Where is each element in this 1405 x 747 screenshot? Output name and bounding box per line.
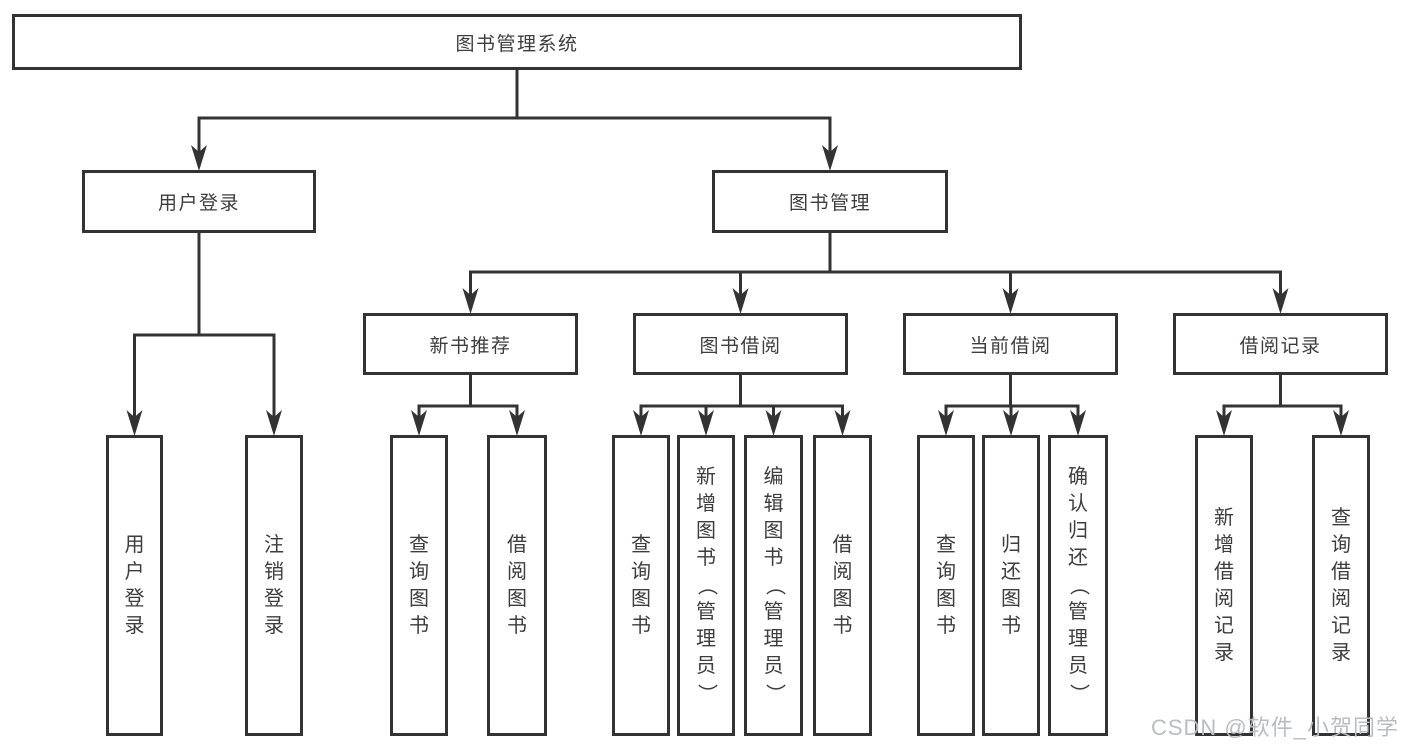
node-leaf-add-books-admin-label: 新增图书（管理员） xyxy=(695,466,718,704)
node-leaf-query-borrow-record-label: 查询借阅记录 xyxy=(1331,506,1351,664)
node-leaf-query-borrow-record: 查询借阅记录 xyxy=(1312,435,1370,736)
node-leaf-add-borrow-record: 新增借阅记录 xyxy=(1195,435,1253,736)
node-leaf-confirm-return-admin-label: 确认归还（管理员） xyxy=(1067,466,1090,704)
node-leaf-query-books-1: 查询图书 xyxy=(390,435,448,736)
node-leaf-query-books-3-label: 查询图书 xyxy=(936,533,956,637)
node-book-borrowing: 图书借阅 xyxy=(633,313,848,375)
node-leaf-add-books-admin: 新增图书（管理员） xyxy=(677,435,735,736)
node-leaf-query-books-2: 查询图书 xyxy=(612,435,670,736)
node-system-label: 图书管理系统 xyxy=(455,33,579,55)
node-user-login: 用户登录 xyxy=(82,170,316,233)
node-leaf-borrow-books-1: 借阅图书 xyxy=(487,435,547,736)
node-borrowing-records-label: 借阅记录 xyxy=(1239,335,1322,357)
node-current-borrowing: 当前借阅 xyxy=(903,313,1118,375)
node-leaf-borrow-books-2-label: 借阅图书 xyxy=(832,533,853,637)
node-leaf-query-books-3: 查询图书 xyxy=(917,435,975,736)
node-borrowing-records: 借阅记录 xyxy=(1173,313,1388,375)
node-leaf-query-books-1-label: 查询图书 xyxy=(409,533,429,637)
node-leaf-confirm-return-admin: 确认归还（管理员） xyxy=(1048,435,1108,736)
node-book-management-label: 图书管理 xyxy=(788,193,871,214)
node-leaf-borrow-books-1-label: 借阅图书 xyxy=(507,533,527,637)
node-book-borrowing-label: 图书借阅 xyxy=(699,335,782,357)
node-leaf-logout-label: 注销登录 xyxy=(264,533,284,637)
node-leaf-user-login: 用户登录 xyxy=(106,435,163,736)
node-leaf-return-books-label: 归还图书 xyxy=(1001,533,1021,637)
node-leaf-user-login-label: 用户登录 xyxy=(124,533,145,637)
node-new-book-recommend: 新书推荐 xyxy=(363,313,578,375)
node-leaf-borrow-books-2: 借阅图书 xyxy=(813,435,872,736)
node-book-management: 图书管理 xyxy=(712,170,948,233)
node-leaf-query-books-2-label: 查询图书 xyxy=(631,533,651,637)
node-current-borrowing-label: 当前借阅 xyxy=(969,335,1052,357)
node-leaf-edit-books-admin-label: 编辑图书（管理员） xyxy=(763,466,785,704)
node-leaf-add-borrow-record-label: 新增借阅记录 xyxy=(1214,506,1234,664)
watermark: CSDN @软件_小贺同学 xyxy=(1150,715,1399,740)
node-system: 图书管理系统 xyxy=(12,14,1022,70)
node-leaf-logout: 注销登录 xyxy=(245,435,303,736)
node-leaf-edit-books-admin: 编辑图书（管理员） xyxy=(744,435,803,736)
node-leaf-return-books: 归还图书 xyxy=(982,435,1040,736)
node-new-book-recommend-label: 新书推荐 xyxy=(429,335,512,357)
node-user-login-label: 用户登录 xyxy=(157,193,240,214)
